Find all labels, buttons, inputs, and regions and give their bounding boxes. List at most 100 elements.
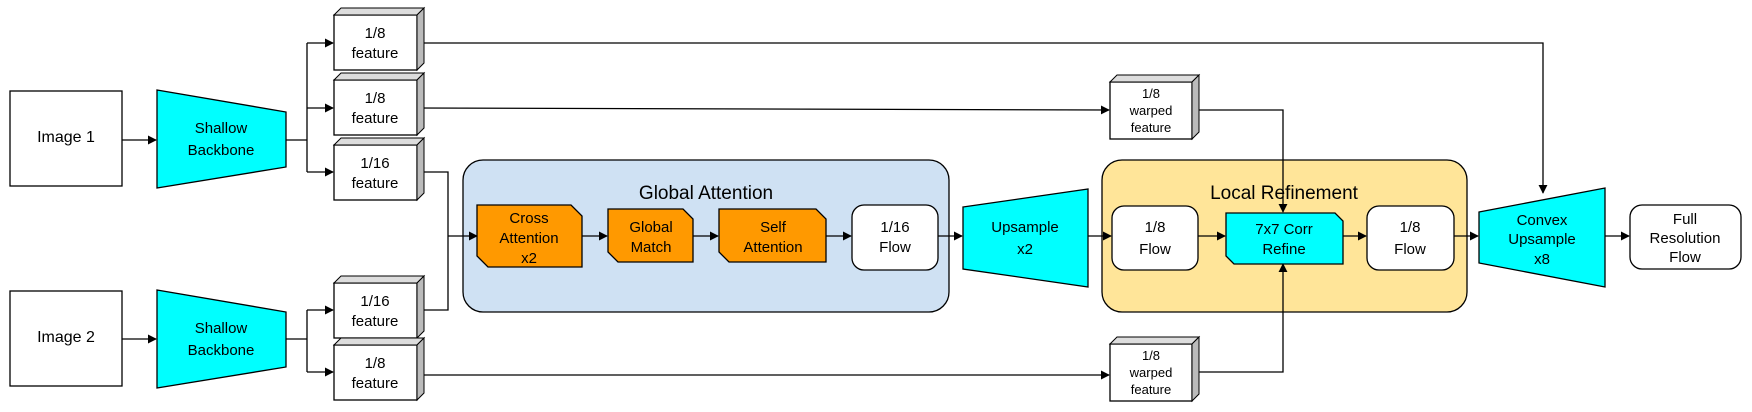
warped-top-line-3: feature	[1131, 120, 1171, 135]
svg-text:feature: feature	[1131, 120, 1171, 135]
svg-text:warped: warped	[1129, 365, 1173, 380]
svg-text:x8: x8	[1534, 251, 1550, 268]
svg-text:Resolution: Resolution	[1650, 230, 1721, 247]
backbone-2-line-2: Backbone	[188, 342, 255, 359]
flow-1-8-block-a: 1/8 Flow	[1111, 205, 1199, 271]
connectors	[122, 38, 1630, 380]
svg-text:1/8: 1/8	[1142, 348, 1160, 363]
corr-refine-line-1: 7x7 Corr	[1255, 221, 1313, 238]
flow-8a-line-1: 1/8	[1145, 219, 1166, 236]
svg-text:feature: feature	[1131, 382, 1171, 397]
backbone-1-line-2: Backbone	[188, 142, 255, 159]
svg-text:Convex: Convex	[1517, 212, 1568, 229]
flow-1-8-block-b: 1/8 Flow	[1366, 205, 1455, 271]
backbone-2-line-1: Shallow	[195, 320, 248, 337]
svg-text:x2: x2	[1017, 241, 1033, 258]
svg-text:1/8: 1/8	[365, 25, 386, 42]
feature-d-label: feature	[352, 313, 399, 330]
warped-bottom-line-2: warped	[1129, 365, 1173, 380]
cross-attention-line-3: x2	[521, 250, 537, 267]
feature-1-8-middle: 1/8 feature	[332, 71, 426, 137]
svg-text:feature: feature	[352, 45, 399, 62]
cross-attention-line-2: Attention	[499, 230, 558, 247]
warped-top-line-2: warped	[1129, 103, 1173, 118]
backbone-1-line-1: Shallow	[195, 120, 248, 137]
feature-1-16-top: 1/16 feature	[332, 136, 426, 202]
connector-feat-a-convex	[416, 42, 1548, 194]
shallow-backbone-1: Shallow Backbone	[156, 89, 287, 189]
feature-a-scale: 1/8	[365, 25, 386, 42]
svg-text:Match: Match	[631, 239, 672, 256]
svg-text:1/8: 1/8	[365, 355, 386, 372]
warped-top-scale: 1/8	[1142, 86, 1160, 101]
svg-text:feature: feature	[352, 313, 399, 330]
full-flow-line-2: Resolution	[1650, 230, 1721, 247]
feature-1-8-top: 1/8 feature	[332, 6, 426, 72]
svg-text:Global: Global	[629, 219, 672, 236]
self-attention-block: Self Attention	[718, 208, 827, 263]
svg-text:Shallow: Shallow	[195, 320, 248, 337]
feature-1-8-bottom: 1/8 feature	[332, 336, 426, 402]
self-attention-line-1: Self	[760, 219, 787, 236]
svg-text:Self: Self	[760, 219, 787, 236]
corr-refine-line-2: Refine	[1262, 241, 1305, 258]
upsample-line-1: Upsample	[991, 219, 1059, 236]
svg-text:1/8: 1/8	[365, 90, 386, 107]
feature-b-label: feature	[352, 110, 399, 127]
svg-text:Attention: Attention	[743, 239, 802, 256]
svg-text:1/8: 1/8	[1145, 219, 1166, 236]
svg-text:1/16: 1/16	[880, 219, 909, 236]
warped-feature-bottom: 1/8 warped feature	[1108, 335, 1201, 403]
local-refinement-title: Local Refinement	[1210, 183, 1359, 204]
warped-bottom-line-3: feature	[1131, 382, 1171, 397]
convex-line-2: Upsample	[1508, 231, 1576, 248]
convex-upsample-block: Convex Upsample x8	[1478, 187, 1606, 288]
svg-text:Flow: Flow	[1139, 241, 1171, 258]
svg-text:Full: Full	[1673, 211, 1697, 228]
corr-refine-block: 7x7 Corr Refine	[1225, 212, 1344, 265]
svg-text:feature: feature	[352, 175, 399, 192]
svg-text:Upsample: Upsample	[1508, 231, 1576, 248]
image-1-box: Image 1	[9, 90, 123, 187]
flow-8a-line-2: Flow	[1139, 241, 1171, 258]
svg-text:Backbone: Backbone	[188, 342, 255, 359]
svg-text:feature: feature	[352, 375, 399, 392]
flow-16-line-2: Flow	[879, 239, 911, 256]
svg-text:warped: warped	[1129, 103, 1173, 118]
svg-text:Flow: Flow	[1669, 249, 1701, 266]
svg-text:Refine: Refine	[1262, 241, 1305, 258]
flow-8b-line-2: Flow	[1394, 241, 1426, 258]
feature-a-label: feature	[352, 45, 399, 62]
warped-bottom-scale: 1/8	[1142, 348, 1160, 363]
svg-text:Shallow: Shallow	[195, 120, 248, 137]
self-attention-line-2: Attention	[743, 239, 802, 256]
svg-text:Attention: Attention	[499, 230, 558, 247]
image-1-label: Image 1	[37, 129, 95, 146]
convex-line-3: x8	[1534, 251, 1550, 268]
feature-b-scale: 1/8	[365, 90, 386, 107]
feature-1-16-bottom: 1/16 feature	[332, 274, 426, 340]
flow-1-16-block: 1/16 Flow	[851, 204, 939, 271]
upsample-x2-block: Upsample x2	[962, 188, 1089, 288]
flow-8b-line-1: 1/8	[1400, 219, 1421, 236]
global-match-line-2: Match	[631, 239, 672, 256]
svg-text:Image 2: Image 2	[37, 329, 95, 346]
feature-c-label: feature	[352, 175, 399, 192]
connector-warp-top-corr	[1192, 109, 1288, 213]
svg-text:1/8: 1/8	[1400, 219, 1421, 236]
svg-text:x2: x2	[521, 250, 537, 267]
svg-text:1/16: 1/16	[360, 293, 389, 310]
global-match-line-1: Global	[629, 219, 672, 236]
connector-feat16-top	[416, 171, 449, 236]
image-2-label: Image 2	[37, 329, 95, 346]
svg-text:feature: feature	[352, 110, 399, 127]
svg-text:Image 1: Image 1	[37, 129, 95, 146]
cross-attention-block: Cross Attention x2	[476, 204, 583, 268]
svg-text:Flow: Flow	[879, 239, 911, 256]
image-2-box: Image 2	[9, 290, 123, 387]
shallow-backbone-2: Shallow Backbone	[156, 289, 287, 389]
connector-feat16-bottom	[416, 236, 449, 311]
svg-text:1/16: 1/16	[360, 155, 389, 172]
global-match-block: Global Match	[607, 208, 694, 263]
full-resolution-flow-block: Full Resolution Flow	[1629, 204, 1742, 270]
